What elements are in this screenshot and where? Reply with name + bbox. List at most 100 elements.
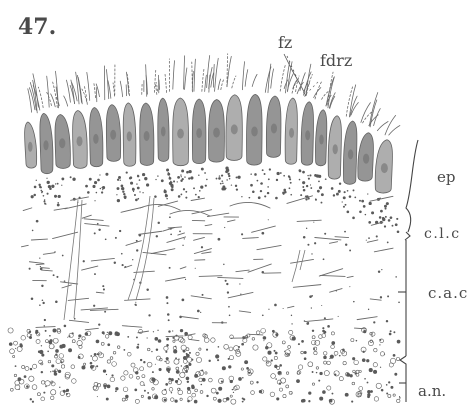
stipple-dot (92, 185, 95, 188)
stipple-dot (47, 181, 50, 184)
stipple-dot (182, 337, 183, 338)
stipple-dot (284, 351, 285, 352)
stipple-dot (321, 305, 322, 306)
stipple-ring (129, 374, 133, 378)
stipple-ring (37, 333, 40, 336)
cilium (232, 76, 236, 88)
stipple-ring (359, 370, 361, 372)
stipple-ring (141, 395, 143, 397)
stipple-dot (225, 170, 228, 173)
stipple-dot (97, 353, 99, 355)
stipple-dot (171, 186, 174, 189)
stipple-dot (372, 336, 373, 337)
stipple-dot (399, 396, 400, 397)
stipple-ring (196, 352, 199, 355)
stipple-dot (359, 200, 361, 202)
stipple-dot (188, 363, 191, 366)
stipple-ring (324, 371, 329, 376)
stipple-ring (8, 328, 13, 333)
stipple-dot (98, 323, 100, 325)
stipple-dot (291, 393, 292, 394)
stipple-dot (226, 179, 227, 180)
stipple-dot (52, 370, 53, 371)
stipple-ring (213, 397, 216, 400)
stipple-dot (41, 371, 43, 373)
cilium (173, 61, 175, 89)
stipple-dot (93, 305, 95, 307)
stipple-dot (140, 359, 142, 361)
fiber-stroke (370, 196, 393, 201)
label-layer-an: a.n. (418, 382, 446, 400)
stipple-dot (271, 359, 273, 361)
stipple-dot (249, 197, 251, 199)
stipple-ring (180, 398, 182, 400)
stipple-dot (371, 211, 374, 214)
stipple-dot (335, 355, 336, 356)
stipple-dot (274, 304, 277, 307)
stipple-dot (42, 299, 44, 301)
stipple-ring (137, 376, 140, 379)
cell-nucleus (251, 127, 258, 137)
fiber-stroke (68, 298, 88, 300)
stipple-dot (319, 372, 322, 375)
stipple-dot (166, 198, 168, 200)
stipple-dot (311, 295, 313, 297)
stipple-dot (169, 177, 172, 180)
stipple-dot (269, 168, 271, 170)
stipple-dot (367, 390, 371, 394)
stipple-ring (13, 355, 15, 357)
stipple-dot (366, 359, 369, 362)
stipple-ring (229, 347, 233, 351)
cilium (242, 62, 244, 90)
stipple-ring (110, 377, 115, 382)
fiber-stroke (194, 237, 205, 240)
fiber-stroke (374, 248, 393, 252)
stipple-ring (263, 357, 267, 361)
stipple-ring (352, 382, 355, 385)
stipple-dot (268, 178, 270, 180)
stipple-ring (113, 351, 116, 354)
stipple-dot (155, 364, 156, 365)
stipple-dot (34, 186, 37, 189)
stipple-dot (392, 225, 394, 227)
stipple-dot (381, 389, 384, 392)
cilium (385, 115, 396, 134)
stipple-dot (313, 348, 315, 350)
stipple-dot (343, 206, 345, 208)
fiber-stroke (31, 239, 47, 240)
stipple-dot (59, 387, 60, 388)
stipple-dot (135, 304, 137, 306)
stipple-dot (373, 370, 377, 374)
stipple-dot (379, 339, 381, 341)
stipple-dot (156, 235, 158, 237)
cilium (64, 96, 68, 106)
cilium (72, 83, 77, 101)
stipple-dot (246, 367, 249, 370)
stipple-ring (180, 372, 185, 377)
stipple-dot (237, 176, 240, 179)
stipple-dot (275, 197, 278, 200)
stipple-dot (382, 217, 385, 220)
stipple-dot (396, 218, 398, 220)
stipple-dot (136, 183, 137, 184)
stipple-dot (102, 189, 103, 190)
stipple-dot (310, 187, 312, 189)
stipple-ring (286, 372, 289, 375)
stipple-dot (166, 296, 169, 299)
fiber-stroke (287, 196, 313, 204)
stipple-dot (380, 210, 383, 213)
stipple-ring (319, 335, 323, 339)
stipple-ring (10, 349, 15, 354)
stipple-dot (55, 301, 58, 304)
fiber-stroke (315, 238, 341, 240)
stipple-dot (94, 181, 97, 184)
stipple-dot (399, 397, 401, 399)
stipple-dot (226, 283, 228, 285)
fiber-stroke (85, 328, 98, 330)
stipple-dot (302, 171, 305, 174)
cilium (185, 68, 187, 90)
stipple-dot (369, 202, 372, 205)
stipple-dot (108, 331, 112, 335)
stipple-dot (218, 238, 221, 241)
stipple-dot (50, 371, 51, 372)
